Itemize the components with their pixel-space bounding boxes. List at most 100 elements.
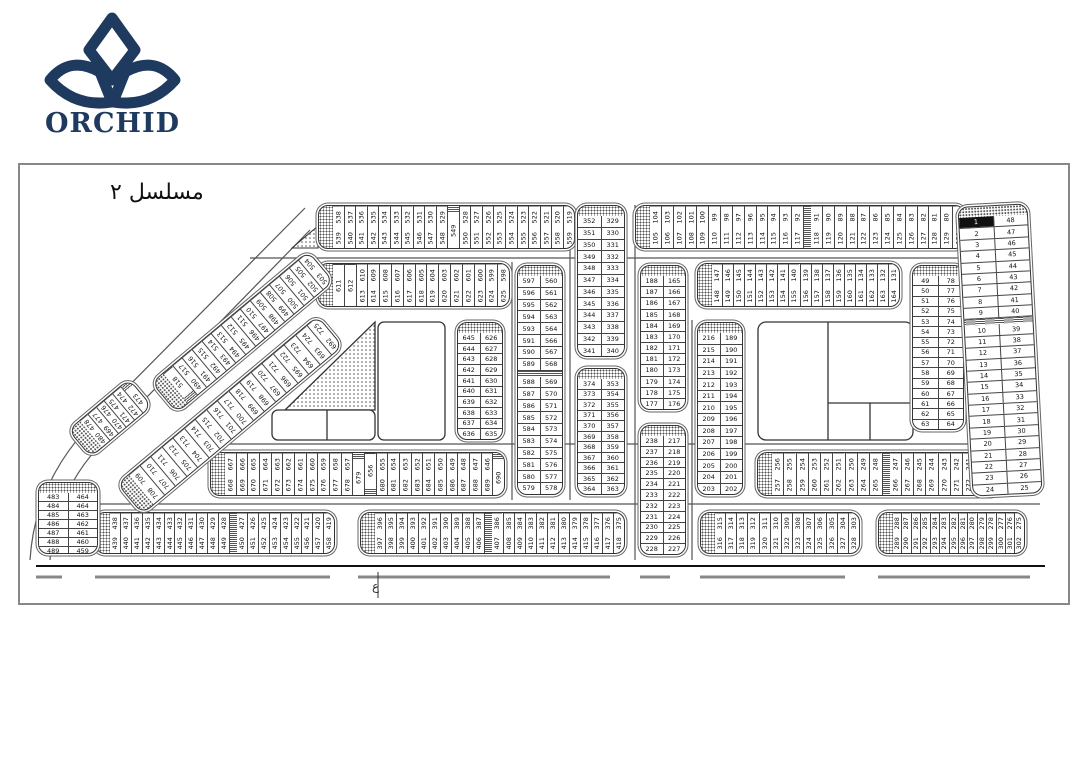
plot-24[interactable]: 24	[973, 483, 1009, 496]
plot-559[interactable]: 559	[564, 231, 573, 244]
plot-419[interactable]: 419	[324, 513, 334, 534]
plot-341[interactable]: 341	[578, 345, 602, 356]
plot-125[interactable]: 125	[895, 231, 904, 244]
plot-337[interactable]: 337	[606, 311, 619, 320]
plot-262[interactable]: 262	[835, 478, 844, 491]
plot-659[interactable]: 659	[318, 453, 330, 475]
plot-210[interactable]: 210	[698, 402, 721, 414]
plot-409[interactable]: 409	[515, 537, 524, 550]
plot-209[interactable]: 209	[698, 414, 721, 425]
plot-267[interactable]: 267	[903, 478, 912, 491]
plot-665[interactable]: 665	[248, 453, 260, 475]
plot-86[interactable]: 86	[870, 206, 882, 228]
plot-78[interactable]: 78	[946, 276, 955, 285]
plot-589[interactable]: 589	[518, 358, 541, 370]
plot-657[interactable]: 657	[341, 453, 353, 475]
plot-635[interactable]: 635	[485, 430, 498, 439]
plot-653[interactable]: 653	[400, 453, 411, 475]
plot-336[interactable]: 336	[606, 299, 619, 308]
plot-276[interactable]: 276	[1006, 513, 1015, 534]
plot-636[interactable]: 636	[458, 429, 481, 439]
plot-2[interactable]: 2	[959, 227, 995, 240]
plot-403[interactable]: 403	[442, 537, 451, 550]
plot-463[interactable]: 463	[76, 511, 89, 519]
plot-132[interactable]: 132	[877, 264, 888, 286]
plot-647[interactable]: 647	[470, 453, 481, 475]
plot-350[interactable]: 350	[578, 239, 602, 251]
plot-344[interactable]: 344	[578, 310, 602, 321]
plot-370[interactable]: 370	[578, 421, 602, 431]
plot-643[interactable]: 643	[458, 354, 481, 365]
plot-578[interactable]: 578	[545, 484, 558, 493]
plot-357[interactable]: 357	[606, 421, 619, 430]
plot-186[interactable]: 186	[641, 298, 664, 309]
plot-162[interactable]: 162	[867, 289, 876, 302]
plot-54[interactable]: 54	[913, 327, 939, 337]
plot-35[interactable]: 35	[1014, 369, 1023, 379]
plot-649[interactable]: 649	[446, 453, 458, 475]
plot-585[interactable]: 585	[518, 412, 541, 423]
plot-551[interactable]: 551	[472, 231, 481, 244]
plot-238[interactable]: 238	[641, 436, 664, 446]
plot-259[interactable]: 259	[798, 478, 807, 491]
plot-346[interactable]: 346	[578, 286, 602, 298]
plot-389[interactable]: 389	[452, 513, 463, 534]
plot-242[interactable]: 242	[950, 453, 963, 475]
plot-655[interactable]: 655	[376, 453, 388, 475]
plot-99[interactable]: 99	[709, 206, 721, 228]
plot-148[interactable]: 148	[713, 289, 722, 302]
plot-678[interactable]: 678	[343, 478, 352, 491]
plot-263[interactable]: 263	[847, 478, 856, 491]
plot-367[interactable]: 367	[578, 452, 602, 463]
plot-544[interactable]: 544	[391, 231, 400, 244]
plot-402[interactable]: 402	[431, 537, 440, 550]
plot-406[interactable]: 406	[475, 537, 484, 550]
plot-599[interactable]: 599	[486, 264, 498, 286]
plot-113[interactable]: 113	[746, 231, 755, 244]
plot-422[interactable]: 422	[291, 513, 302, 534]
plot-68[interactable]: 68	[946, 379, 955, 388]
plot-574[interactable]: 574	[545, 437, 558, 446]
plot-147[interactable]: 147	[712, 264, 723, 286]
plot-95[interactable]: 95	[756, 206, 768, 228]
plot-163[interactable]: 163	[878, 289, 887, 302]
plot-83[interactable]: 83	[905, 206, 917, 228]
plot-563[interactable]: 563	[545, 312, 558, 321]
plot-338[interactable]: 338	[606, 323, 619, 332]
plot-58[interactable]: 58	[913, 368, 939, 378]
plot-355[interactable]: 355	[606, 400, 619, 409]
plot-211[interactable]: 211	[698, 390, 721, 402]
plot-680[interactable]: 680	[378, 478, 387, 491]
plot-292[interactable]: 292	[921, 537, 930, 550]
plot-535[interactable]: 535	[367, 206, 379, 228]
plot-190[interactable]: 190	[725, 345, 738, 354]
plot-451[interactable]: 451	[248, 537, 257, 550]
plot-386[interactable]: 386	[492, 513, 503, 534]
plot-530[interactable]: 530	[425, 206, 436, 228]
plot-395[interactable]: 395	[386, 513, 397, 534]
plot-387[interactable]: 387	[474, 513, 485, 534]
plot-235[interactable]: 235	[641, 468, 664, 479]
plot-179[interactable]: 179	[641, 376, 664, 387]
plot-379[interactable]: 379	[569, 513, 580, 534]
plot-39[interactable]: 39	[1011, 324, 1021, 333]
plot-427[interactable]: 427	[236, 513, 247, 534]
plot-457[interactable]: 457	[314, 537, 323, 550]
plot-141[interactable]: 141	[778, 264, 789, 286]
plot-458[interactable]: 458	[325, 537, 334, 550]
plot-275[interactable]: 275	[1015, 513, 1024, 534]
plot-6[interactable]: 6	[962, 272, 998, 286]
plot-385[interactable]: 385	[503, 513, 514, 534]
plot-264[interactable]: 264	[859, 478, 868, 491]
plot-313[interactable]: 313	[737, 513, 748, 534]
plot-243[interactable]: 243	[938, 453, 950, 475]
plot-233[interactable]: 233	[641, 490, 664, 500]
plot-315[interactable]: 315	[715, 513, 726, 534]
plot-660[interactable]: 660	[306, 453, 318, 475]
plot-40[interactable]: 40	[1010, 307, 1020, 316]
plot-377[interactable]: 377	[591, 513, 602, 534]
plot-127[interactable]: 127	[918, 231, 927, 244]
plot-431[interactable]: 431	[186, 513, 197, 534]
plot-251[interactable]: 251	[833, 453, 845, 475]
plot-380[interactable]: 380	[558, 513, 569, 534]
